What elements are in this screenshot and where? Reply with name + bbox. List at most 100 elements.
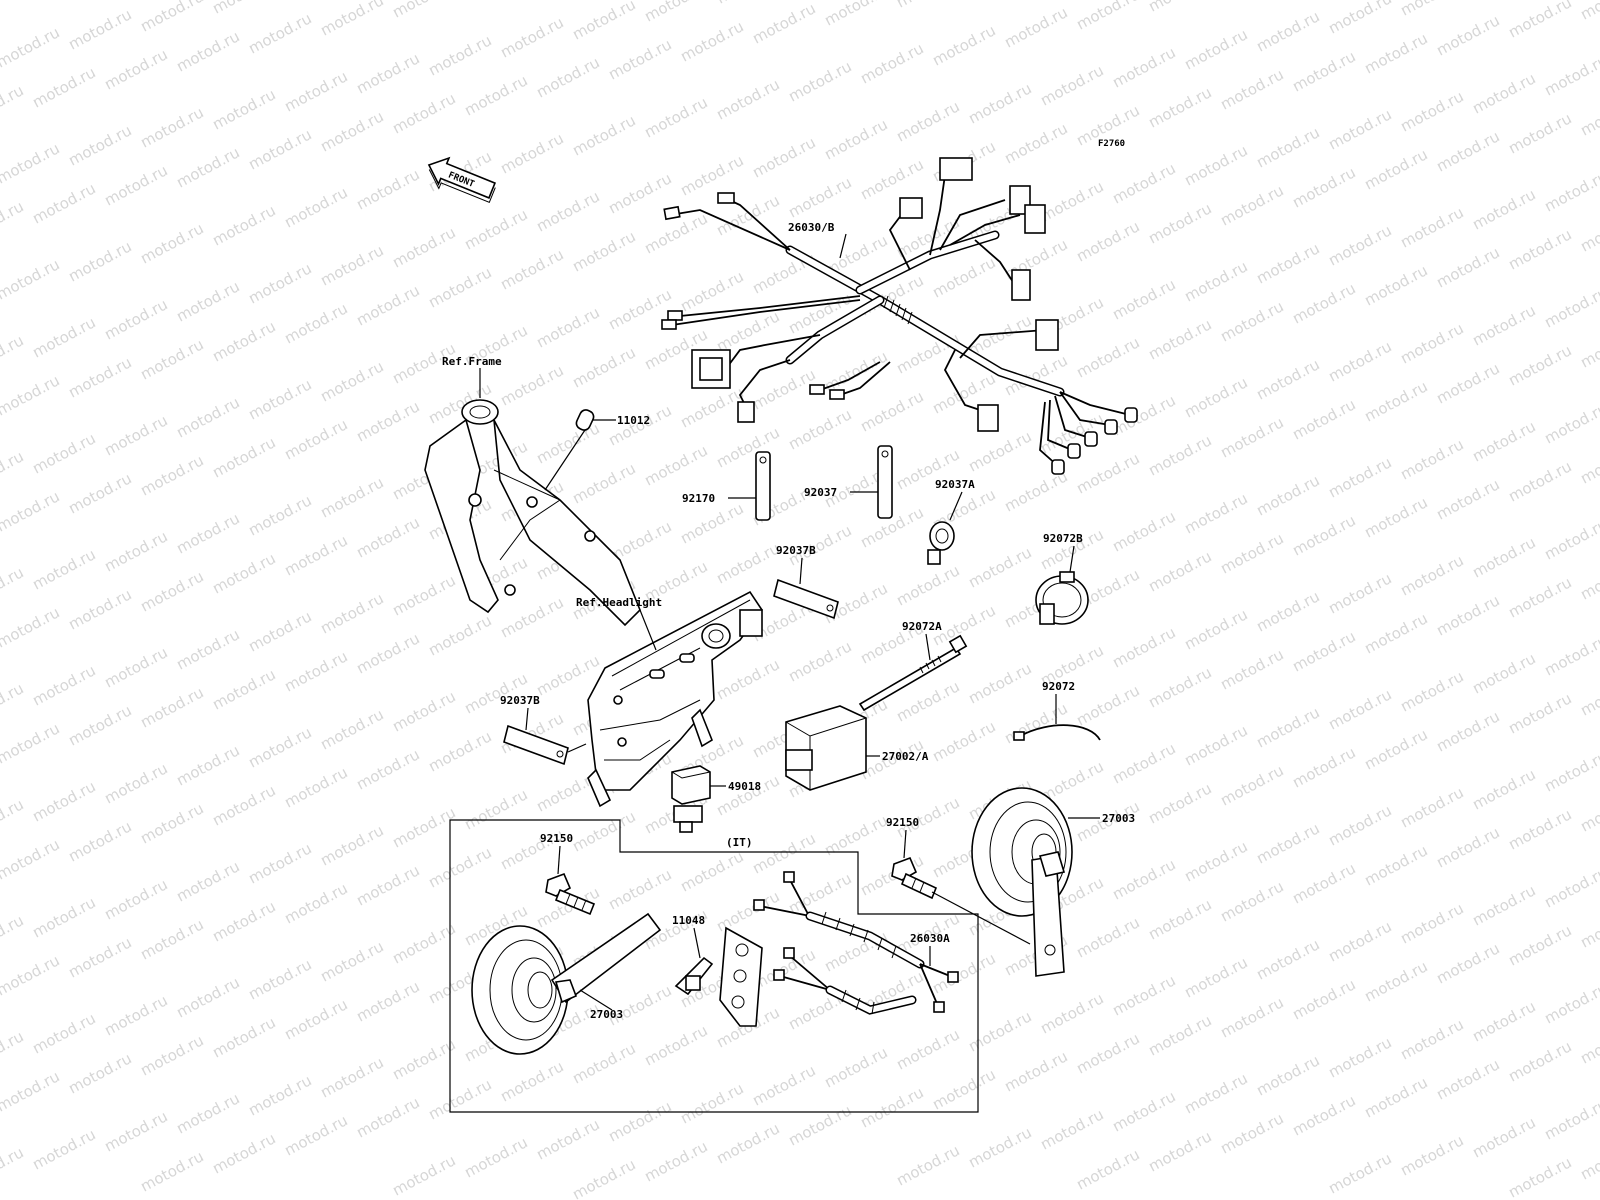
- part-label-92037b-left[interactable]: 92037B: [500, 694, 540, 707]
- watermark-text: motod.ru: [1037, 1105, 1106, 1153]
- part-label-27003-left[interactable]: 27003: [590, 1008, 623, 1021]
- watermark-text: motod.ru: [1433, 707, 1502, 755]
- part-label-92170[interactable]: 92170: [682, 492, 715, 505]
- watermark-text: motod.ru: [389, 919, 458, 967]
- part-label-92072[interactable]: 92072: [1042, 680, 1075, 693]
- watermark-text: motod.ru: [1253, 239, 1322, 287]
- part-label-92072a[interactable]: 92072A: [902, 620, 942, 633]
- watermark-text: motod.ru: [1217, 529, 1286, 577]
- watermark-text: motod.ru: [1109, 275, 1178, 323]
- watermark-text: motod.ru: [1361, 261, 1430, 309]
- part-92037-drawing: [877, 445, 893, 519]
- watermark-text: motod.ru: [1289, 1091, 1358, 1139]
- part-label-11048[interactable]: 11048: [672, 914, 705, 927]
- watermark-text: motod.ru: [353, 281, 422, 329]
- watermark-text: motod.ru: [245, 839, 314, 887]
- watermark-text: motod.ru: [1397, 1015, 1466, 1063]
- watermark-text: motod.ru: [137, 451, 206, 499]
- watermark-text: motod.ru: [29, 1125, 98, 1173]
- watermark-text: motod.ru: [1577, 671, 1600, 719]
- ref-headlight-label[interactable]: Ref.Headlight: [576, 596, 662, 609]
- watermark-text: motod.ru: [713, 655, 782, 703]
- watermark-text: motod.ru: [749, 1061, 818, 1109]
- watermark-text: motod.ru: [1109, 855, 1178, 903]
- watermark-text: motod.ru: [605, 1097, 674, 1145]
- part-label-92037b-top[interactable]: 92037B: [776, 544, 816, 557]
- watermark-text: motod.ru: [569, 1155, 638, 1200]
- watermark-text: motod.ru: [281, 647, 350, 695]
- watermark-text: motod.ru: [965, 1123, 1034, 1171]
- watermark-text: motod.ru: [1397, 783, 1466, 831]
- watermark-text: motod.ru: [245, 125, 314, 173]
- watermark-text: motod.ru: [281, 531, 350, 579]
- watermark-text: motod.ru: [173, 973, 242, 1021]
- watermark-text: motod.ru: [1325, 1033, 1394, 1081]
- part-label-27003-right[interactable]: 27003: [1102, 812, 1135, 825]
- watermark-text: motod.ru: [425, 31, 494, 79]
- part-label-92072b[interactable]: 92072B: [1043, 532, 1083, 545]
- ref-frame-label[interactable]: Ref.Frame: [442, 355, 502, 368]
- watermark-text: motod.ru: [245, 1071, 314, 1119]
- part-label-26030b[interactable]: 26030/B: [788, 221, 835, 234]
- watermark-text: motod.ru: [173, 393, 242, 441]
- watermark-text: motod.ru: [209, 897, 278, 945]
- watermark-text: motod.ru: [1109, 159, 1178, 207]
- watermark-text: motod.ru: [173, 509, 242, 557]
- watermark-text: motod.ru: [1181, 953, 1250, 1001]
- part-label-27002a[interactable]: 27002/A: [882, 750, 929, 763]
- watermark-text: motod.ru: [1469, 997, 1538, 1045]
- watermark-text: motod.ru: [893, 0, 962, 12]
- watermark-text: motod.ru: [1433, 359, 1502, 407]
- watermark-text: motod.ru: [533, 1115, 602, 1163]
- part-label-26030a[interactable]: 26030A: [910, 932, 950, 945]
- watermark-text: motod.ru: [425, 611, 494, 659]
- watermark-text: motod.ru: [569, 343, 638, 391]
- watermark-text: motod.ru: [173, 1089, 242, 1137]
- watermark-text: motod.ru: [641, 441, 710, 489]
- watermark-text: motod.ru: [1289, 163, 1358, 211]
- watermark-text: motod.ru: [0, 603, 63, 651]
- watermark-text: motod.ru: [1289, 395, 1358, 443]
- watermark-text: motod.ru: [1253, 703, 1322, 751]
- watermark-text: motod.ru: [1361, 609, 1430, 657]
- watermark-text: motod.ru: [1505, 1153, 1574, 1200]
- watermark-text: motod.ru: [1217, 65, 1286, 113]
- watermark-text: motod.ru: [1469, 649, 1538, 697]
- watermark-text: motod.ru: [821, 1043, 890, 1091]
- watermark-text: motod.ru: [1325, 221, 1394, 269]
- watermark-text: motod.ru: [173, 741, 242, 789]
- watermark-text: motod.ru: [1469, 533, 1538, 581]
- watermark-text: motod.ru: [929, 949, 998, 997]
- watermark-text: motod.ru: [137, 219, 206, 267]
- watermark-text: motod.ru: [1253, 471, 1322, 519]
- watermark-text: motod.ru: [677, 383, 746, 431]
- watermark-text: motod.ru: [1361, 841, 1430, 889]
- watermark-text: motod.ru: [1217, 993, 1286, 1041]
- watermark-text: motod.ru: [353, 165, 422, 213]
- watermark-text: motod.ru: [353, 977, 422, 1025]
- watermark-text: motod.ru: [101, 45, 170, 93]
- watermark-text: motod.ru: [425, 843, 494, 891]
- watermark-text: motod.ru: [1325, 569, 1394, 617]
- part-label-92037[interactable]: 92037: [804, 486, 837, 499]
- watermark-text: motod.ru: [1145, 779, 1214, 827]
- part-92150-left-drawing: [545, 872, 596, 916]
- it-group-label[interactable]: (IT): [726, 836, 753, 849]
- watermark-text: motod.ru: [713, 423, 782, 471]
- watermark-text: motod.ru: [425, 1075, 494, 1123]
- watermark-text: motod.ru: [173, 857, 242, 905]
- watermark-text: motod.ru: [1001, 699, 1070, 747]
- part-label-92037a[interactable]: 92037A: [935, 478, 975, 491]
- watermark-text: motod.ru: [281, 67, 350, 115]
- watermark-text: motod.ru: [317, 0, 386, 40]
- part-label-49018[interactable]: 49018: [728, 780, 761, 793]
- watermark-text: motod.ru: [1541, 283, 1600, 331]
- watermark-text: motod.ru: [1505, 109, 1574, 157]
- watermark-text: motod.ru: [0, 487, 63, 535]
- part-label-92150-right[interactable]: 92150: [886, 816, 919, 829]
- part-label-11012[interactable]: 11012: [617, 414, 650, 427]
- part-label-92150-left[interactable]: 92150: [540, 832, 573, 845]
- watermark-text: motod.ru: [245, 607, 314, 655]
- watermark-text: motod.ru: [1289, 627, 1358, 675]
- watermark-text: motod.ru: [137, 1031, 206, 1079]
